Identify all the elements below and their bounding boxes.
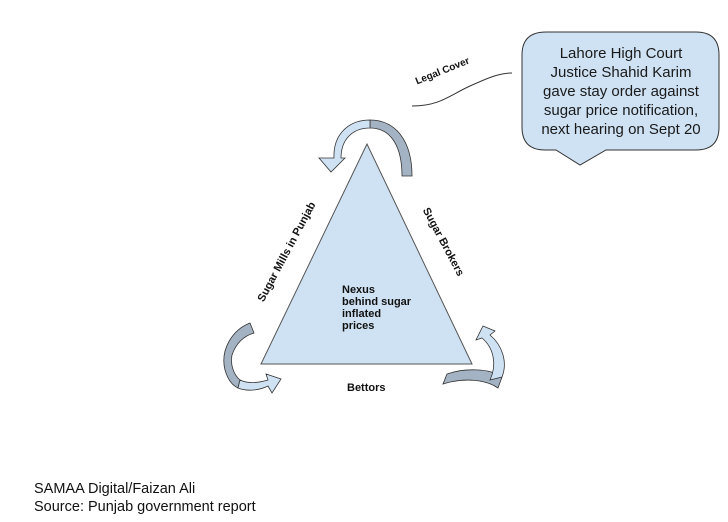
callout-line: next hearing on Sept 20 [541,121,701,138]
top-arrow-head[interactable] [318,119,371,173]
callout-bubble [521,31,720,166]
callout-line: Justice Shahid Karim [550,64,692,81]
callout-line: sugar price notification, [543,102,699,119]
bettors-label: Bettors [347,382,386,394]
author-credit: SAMAA Digital/Faizan Ali [34,481,196,497]
nexus-center-text: Nexus behind sugar inflated prices [342,284,462,332]
center-text-line: prices [342,320,375,332]
left-arrow-head[interactable] [237,373,282,394]
callout-line: gave stay order against [543,83,699,100]
right-arrow-head[interactable] [475,325,505,381]
callout-text: Lahore High Court Justice Shahid Karim g… [528,44,714,139]
center-text-line: behind sugar [342,296,412,308]
credits: SAMAA Digital/Faizan Ali Source: Punjab … [34,480,256,516]
callout-line: Lahore High Court [559,45,683,62]
source-credit: Source: Punjab government report [34,499,256,515]
top-arrow-tail [369,119,413,177]
center-text-line: inflated [342,308,382,320]
left-arrow-tail [223,322,255,389]
legal-cover-connector [411,72,513,107]
center-text-line: Nexus [342,284,376,296]
nexus-triangle [260,142,473,365]
